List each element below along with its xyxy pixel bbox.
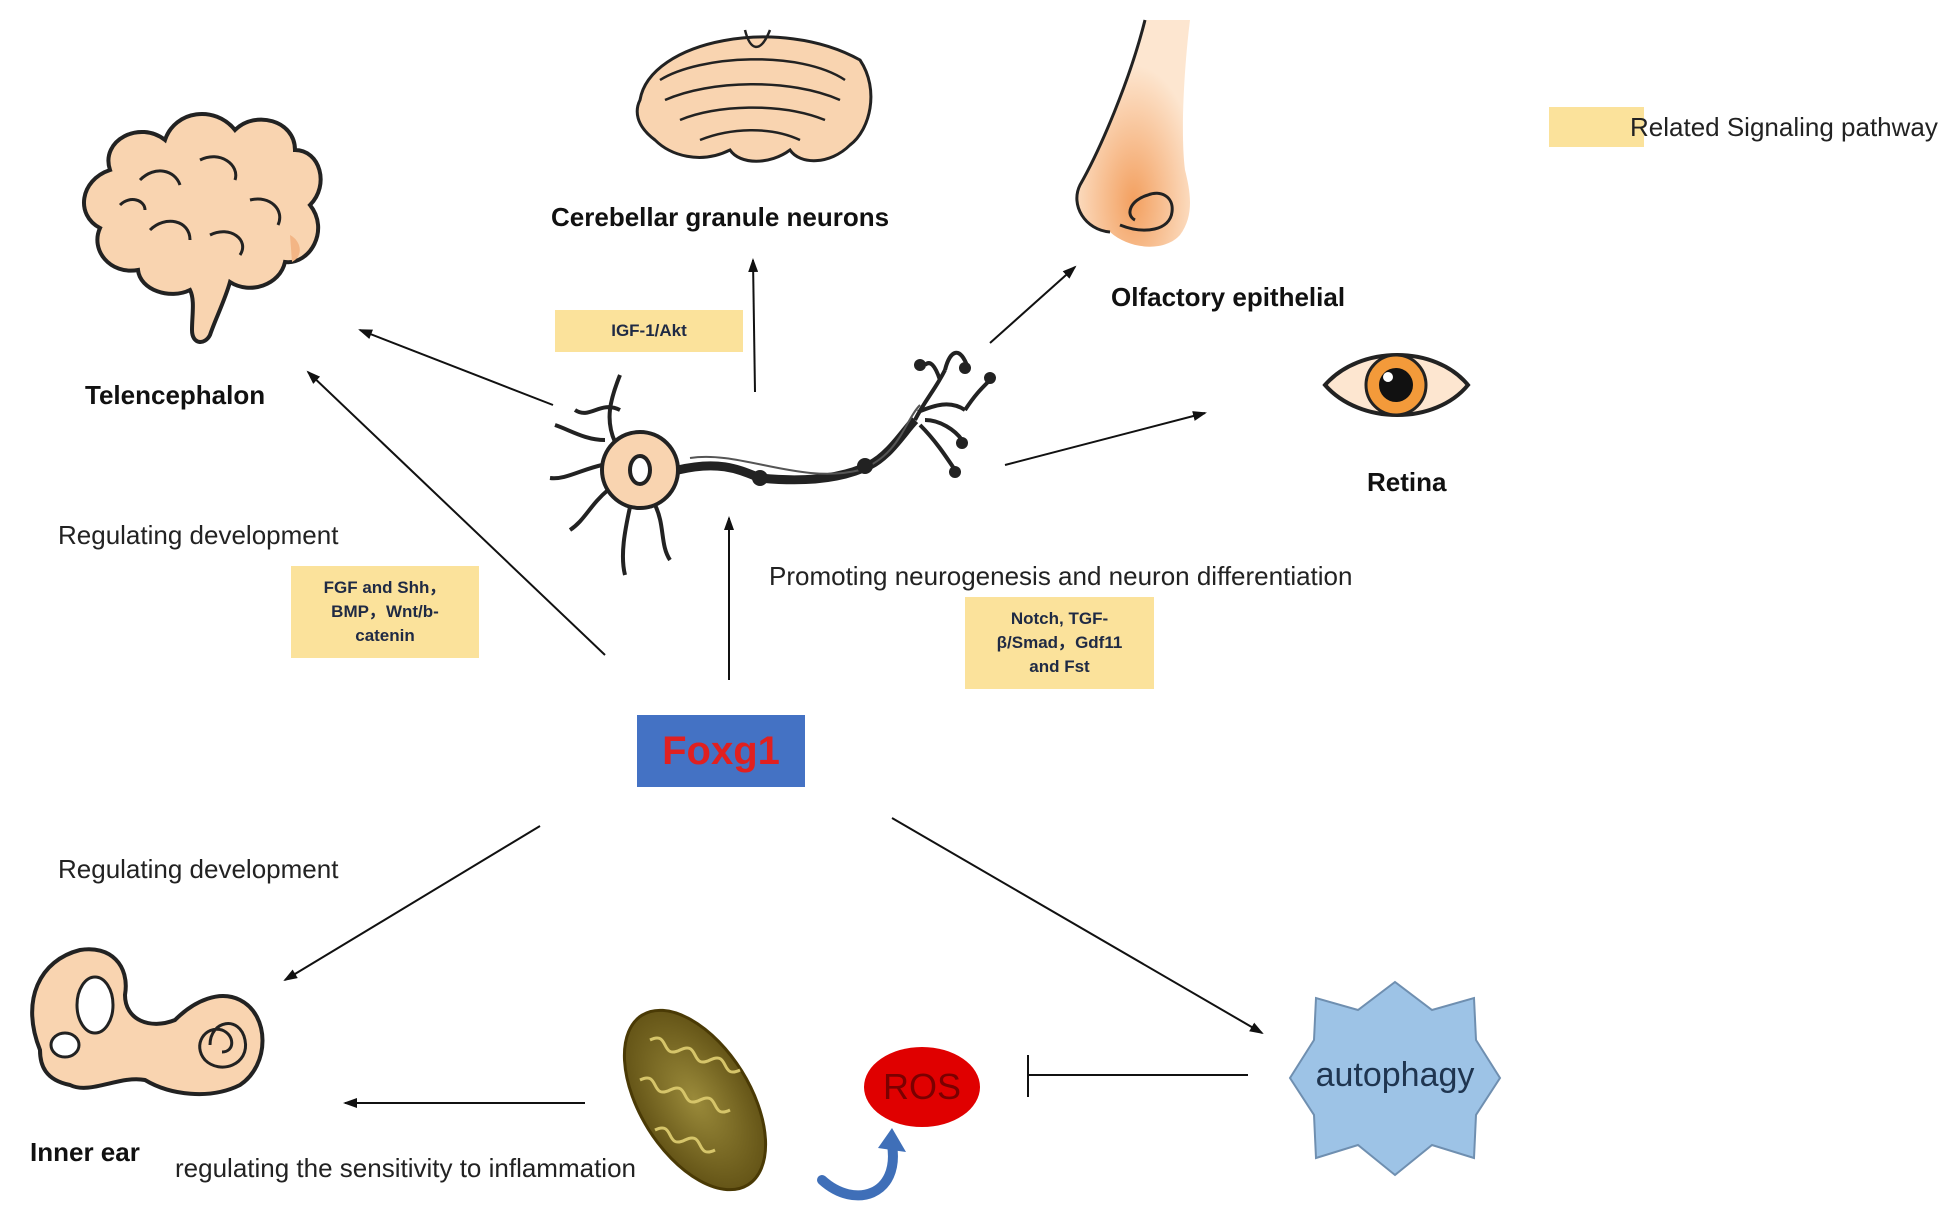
nose-icon [1075, 19, 1190, 247]
ros-ellipse [864, 1047, 980, 1127]
pathway-notch-line2: β/Smad，Gdf11 [996, 633, 1123, 653]
arrow-to-cerebellar [748, 258, 759, 393]
pathway-notch: Notch, TGF- β/Smad，Gdf11 and Fst [965, 597, 1154, 689]
label-telencephalon: Telencephalon [85, 380, 266, 410]
cerebellum-icon [635, 29, 873, 163]
brain-icon [82, 112, 323, 344]
pathway-fgf: FGF and Shh， BMP，Wnt/b- catenin [291, 566, 479, 658]
pathway-notch-line3: and Fst [1029, 656, 1090, 676]
autophagy-star [1288, 980, 1502, 1177]
pathway-fgf-line3: catenin [355, 625, 415, 645]
ros-label: ROS [882, 1066, 961, 1107]
arrow-to-autophagy [891, 817, 1264, 1035]
curved-arrow-icon [817, 1128, 906, 1201]
label-retina: Retina [1367, 467, 1447, 497]
pathway-fgf-line2: BMP，Wnt/b- [331, 602, 439, 622]
autophagy-label: autophagy [1315, 1055, 1475, 1094]
arrow-to-telencephalon-upper [358, 329, 554, 406]
mitochondrion-icon [622, 1008, 768, 1192]
arrow-to-inner-ear [283, 825, 541, 982]
label-inner-ear: Inner ear [30, 1137, 140, 1167]
legend-label: Related Signaling pathway [1630, 112, 1938, 142]
label-cerebellar: Cerebellar granule neurons [551, 202, 890, 232]
foxg1-label: Foxg1 [662, 728, 780, 773]
eye-icon [1322, 353, 1471, 417]
annotation-inflammation: regulating the sensitivity to inflammati… [175, 1153, 637, 1183]
annotation-promoting: Promoting neurogenesis and neuron differ… [769, 561, 1353, 591]
legend-swatch [1549, 107, 1644, 147]
pathway-fgf-line1: FGF and Shh， [323, 578, 447, 598]
arrow-to-retina [1004, 411, 1207, 466]
pathway-igf: IGF-1/Akt [555, 310, 743, 352]
annotation-regulating-bottom: Regulating development [58, 854, 339, 884]
inner-ear-icon [30, 947, 265, 1096]
label-olfactory: Olfactory epithelial [1111, 282, 1346, 312]
annotation-regulating-top: Regulating development [58, 520, 339, 550]
foxg1-box: Foxg1 [637, 715, 805, 787]
arrow-to-olfactory [989, 265, 1077, 344]
pathway-igf-text: IGF-1/Akt [611, 321, 687, 341]
neuron-icon [549, 350, 996, 576]
arrow-to-telencephalon-lower [306, 370, 606, 656]
pathway-notch-line1: Notch, TGF- [1010, 609, 1109, 629]
